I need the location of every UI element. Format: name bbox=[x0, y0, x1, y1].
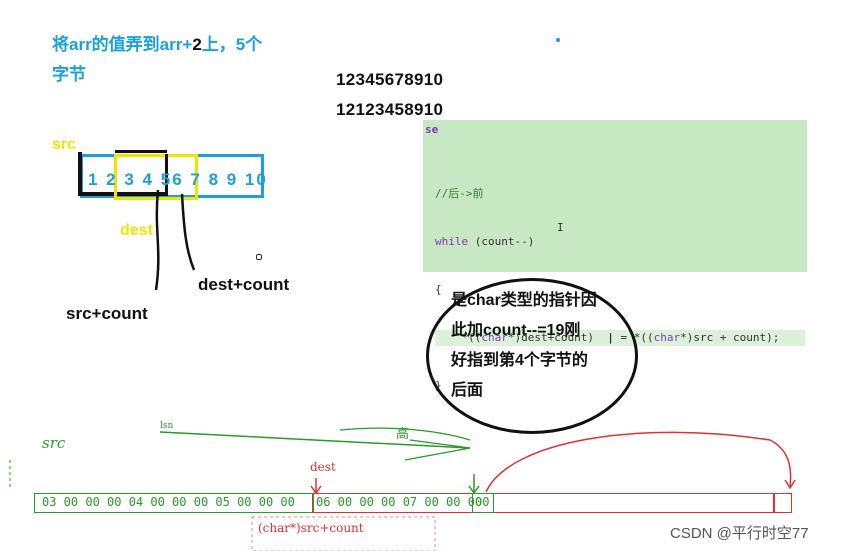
memory-green-box bbox=[34, 493, 314, 513]
number-before: 12345678910 bbox=[336, 70, 444, 89]
mem-dest-label: dest bbox=[310, 460, 336, 474]
watermark: CSDN @平行时空77 bbox=[670, 525, 809, 542]
dest-count-label: dest+count bbox=[198, 275, 290, 294]
memory-red-tick bbox=[773, 493, 775, 513]
heading: 将arr的值弄到arr+2上，5个 字节 bbox=[52, 30, 312, 90]
src-count-label: src+count bbox=[66, 304, 148, 323]
note-oval bbox=[426, 278, 638, 434]
text-cursor-icon: I bbox=[557, 221, 564, 234]
code-comment: //后->前 bbox=[435, 187, 484, 200]
src-label: src bbox=[52, 136, 77, 153]
array-box-yellow bbox=[114, 154, 198, 200]
dest-label: dest bbox=[120, 222, 153, 239]
mem-src-label: src bbox=[42, 434, 66, 452]
code-while-line: while (count--) bbox=[435, 235, 535, 248]
array-digits: 1 2 3 4 56 7 8 9 10 bbox=[88, 170, 268, 189]
pointer-lines bbox=[154, 190, 196, 291]
memory-last-box bbox=[472, 493, 494, 513]
memory-last-byte: 00 bbox=[475, 495, 490, 509]
heading-line1: 将arr的值弄到arr+2上，5个 bbox=[52, 35, 263, 54]
array-divider bbox=[165, 154, 168, 194]
code-tab: se bbox=[425, 123, 439, 136]
note-text: 是char类型的指针因 此加count--=19刚 好指到第4个字节的 后面 bbox=[451, 292, 597, 399]
mem-src-count-label: (char*)src+count bbox=[258, 521, 364, 535]
memory-annotations bbox=[9, 427, 796, 551]
stray-dot bbox=[256, 254, 262, 260]
memory-red-box bbox=[312, 493, 792, 513]
code-open-brace: { bbox=[435, 283, 442, 296]
heading-line2: 字节 bbox=[52, 65, 86, 84]
code-panel: se //后->前 while (count--) { *((char*)des… bbox=[423, 120, 807, 392]
array-top-black bbox=[115, 150, 167, 153]
number-after: 12123458910 bbox=[336, 100, 444, 119]
memory-red-bytes: 06 00 00 00 07 00 00 00 bbox=[316, 495, 483, 509]
mem-high-label: 高 bbox=[396, 427, 410, 442]
mem-low-label: lsn bbox=[160, 421, 174, 431]
memory-green-bytes: 03 00 00 00 04 00 00 00 05 00 00 00 bbox=[42, 495, 295, 509]
array-box-black bbox=[78, 152, 168, 196]
stray-dot bbox=[556, 38, 560, 42]
